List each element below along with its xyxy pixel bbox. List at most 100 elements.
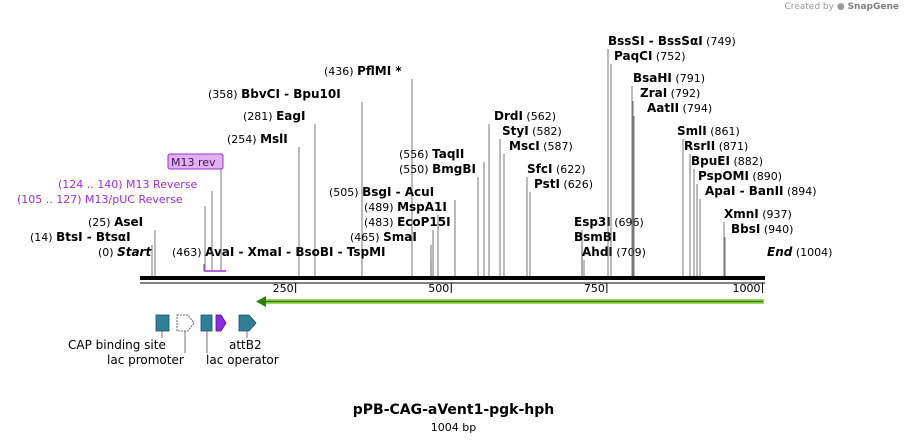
site-enzyme-name: DrdI (494, 109, 523, 123)
site-enzyme-name: XmnI (724, 207, 759, 221)
scale-tick-label: 500 (428, 282, 449, 295)
credit-prefix: Created by (784, 2, 834, 12)
site-position: (752) (652, 50, 685, 63)
snapgene-logo-icon: ● (836, 2, 845, 12)
site-text: StyI (582) (502, 124, 562, 138)
plasmid-name: pPB-CAG-aVent1-pgk-hph (352, 402, 555, 418)
site-label-end: End (1004) (767, 245, 832, 259)
site-position: (696) (611, 216, 644, 229)
credit-brand: SnapGene (847, 2, 899, 12)
feature-lac-promoter (176, 314, 195, 332)
site-enzyme-name: BpuEI (691, 154, 730, 168)
site-label-psti: PstI (626) (529, 177, 593, 276)
site-text: (14) BtsI - BtsαI (30, 230, 131, 244)
site-label-sfci: SfcI (622) (526, 162, 586, 276)
orf-arrow (256, 296, 764, 307)
site-position: (436) (324, 65, 357, 78)
site-text: AatII (794) (647, 101, 712, 115)
site-label-ecop15i: (483) EcoP15I (364, 215, 451, 276)
site-label-esp3i: Esp3I (696) (574, 215, 644, 276)
site-label-eagi: (281) EagI (243, 109, 316, 276)
site-position: (749) (703, 35, 736, 48)
feature-lac-operator (200, 314, 213, 332)
site-text: (463) AvaI - XmaI - BsoBI - TspMI (172, 245, 386, 259)
site-text: BssSI - BssSαI (749) (608, 34, 736, 48)
sequence-backbone (140, 276, 765, 280)
site-label-bsmbi: BsmBI (574, 230, 616, 276)
site-enzyme-name: AhdI (582, 245, 613, 259)
site-enzyme-name: PspOMI (698, 169, 749, 183)
site-text: (25) AseI (88, 215, 143, 229)
site-text: PaqCI (752) (614, 49, 686, 63)
primer-label-m13-reverse: (124 .. 140) M13 Reverse (58, 178, 197, 191)
site-text: (465) SmaI (350, 230, 417, 244)
site-position: (861) (707, 125, 740, 138)
site-label-aatii: AatII (794) (633, 101, 712, 276)
site-text: AhdI (709) (582, 245, 646, 259)
site-position: (890) (749, 170, 782, 183)
site-enzyme-name: AatII (647, 101, 679, 115)
site-position: (794) (679, 102, 712, 115)
feature-label-lac-promoter: lac promoter (107, 353, 184, 367)
site-enzyme-name: BtsI - BtsαI (56, 230, 131, 244)
site-position: (505) (329, 186, 362, 199)
plasmid-size: 1004 bp (430, 421, 477, 434)
site-enzyme-name: PstI (534, 177, 560, 191)
site-position: (556) (399, 148, 432, 161)
site-text: (254) MslI (227, 132, 288, 146)
site-text: (281) EagI (243, 109, 305, 123)
site-enzyme-name: BssSI - BssSαI (608, 34, 703, 48)
site-label-bpuei: BpuEI (882) (691, 154, 763, 276)
site-text: MscI (587) (509, 139, 573, 153)
site-enzyme-name: EcoP15I (397, 215, 451, 229)
site-position: (25) (88, 216, 114, 229)
site-label-mspa1i: (489) MspA1I (364, 200, 447, 276)
site-position: (562) (523, 110, 556, 123)
site-position: (358) (208, 88, 241, 101)
site-position: (709) (613, 246, 646, 259)
site-text: BbsI (940) (731, 222, 793, 236)
site-label-pspomi: PspOMI (890) (696, 169, 782, 276)
site-enzyme-name: ZraI (640, 86, 667, 100)
site-label-bsssi: BssSI - BssSαI (749) (607, 34, 736, 276)
site-label-ahdi: AhdI (709) (582, 245, 646, 276)
site-position: (0) (98, 246, 117, 259)
site-text: (505) BsgI - AcuI (329, 185, 434, 199)
site-enzyme-name: MspA1I (397, 200, 447, 214)
site-enzyme-name: TaqII (432, 147, 464, 161)
site-text: SfcI (622) (527, 162, 586, 176)
site-position: (465) (350, 231, 383, 244)
site-label-taqii: (556) TaqII (399, 147, 485, 276)
site-text: PstI (626) (534, 177, 593, 191)
site-text: (0) Start (98, 245, 152, 259)
site-position: (550) (399, 163, 432, 176)
site-enzyme-name: ApaI - BanII (705, 184, 784, 198)
site-text: (556) TaqII (399, 147, 464, 161)
site-label-bsahi: BsaHI (791) (631, 71, 705, 276)
site-enzyme-name: Start (117, 245, 152, 259)
site-position: (587) (540, 140, 573, 153)
site-label-rsrii: RsrII (871) (684, 139, 748, 276)
site-enzyme-name: BbvCI - Bpu10I (241, 87, 341, 101)
primer-label-m13-puc-reverse: (105 .. 127) M13/pUC Reverse (17, 193, 183, 206)
site-text: BsaHI (791) (633, 71, 705, 85)
site-position: (792) (667, 87, 700, 100)
site-enzyme-name: End (767, 245, 793, 259)
site-position: (871) (715, 140, 748, 153)
site-position: (582) (529, 125, 562, 138)
site-label-msci: MscI (587) (503, 139, 573, 276)
orf-arrowhead (256, 296, 266, 307)
primer-label-m13-rev: M13 rev (171, 156, 216, 169)
site-enzyme-name: EagI (276, 109, 305, 123)
site-label-start: (0) Start (98, 245, 152, 259)
site-label-bmgbi: (550) BmgBI (399, 162, 479, 276)
site-label-bbsi: BbsI (940) (724, 222, 793, 276)
site-label-styi: StyI (582) (499, 124, 562, 276)
scale-tick-label: 1000 (733, 282, 761, 295)
site-text: End (1004) (767, 245, 832, 259)
feature-cap-binding-site (155, 314, 170, 332)
site-enzyme-name: BmgBI (432, 162, 476, 176)
site-position: (622) (552, 163, 585, 176)
site-text: (358) BbvCI - Bpu10I (208, 87, 341, 101)
